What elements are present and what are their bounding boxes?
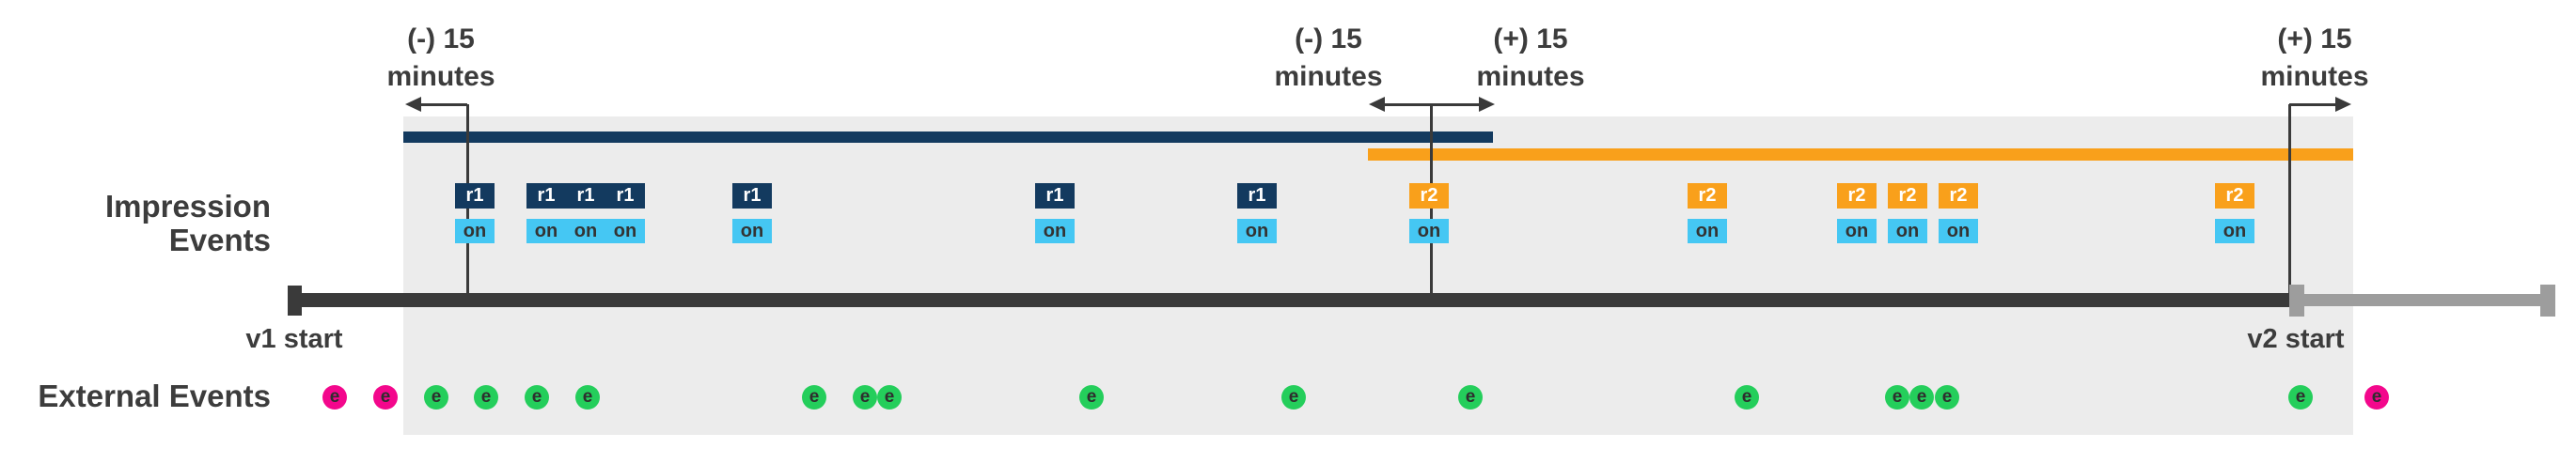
- impression-event-r2-box: r2: [1837, 183, 1877, 209]
- external-event-dot-green: e: [2288, 385, 2313, 410]
- impression-event-r2-box: r2: [1409, 183, 1449, 209]
- external-event-dot-green: e: [525, 385, 549, 410]
- external-event-dot-green: e: [1885, 385, 1909, 410]
- external-event-dot-green: e: [1909, 385, 1934, 410]
- offset-annotation-line1: (+) 15: [2277, 23, 2352, 54]
- external-event-dot-green: e: [1458, 385, 1483, 410]
- offset-annotation-line2: minutes: [386, 61, 495, 92]
- impression-event-r1-box: r1: [526, 183, 566, 209]
- impression-event-on-box: on: [1837, 219, 1877, 243]
- event-guide-line: [2287, 104, 2291, 297]
- offset-annotation: (+) 15 minutes: [2260, 21, 2368, 96]
- external-event-dot-green: e: [424, 385, 448, 410]
- impression-event-on-box: on: [1035, 219, 1075, 243]
- v2-timeline-end-cap: [2540, 285, 2555, 317]
- external-event-dot-green: e: [1079, 385, 1104, 410]
- v1-start-label: v1 start: [245, 324, 343, 354]
- impression-event-on-box: on: [566, 219, 605, 243]
- external-events-row-label: External Events: [38, 379, 271, 413]
- offset-annotation-line1: (+) 15: [1493, 23, 1568, 54]
- external-event-dot-green: e: [1281, 385, 1306, 410]
- offset-arrow-line: [419, 102, 467, 106]
- external-event-dot-green: e: [474, 385, 498, 410]
- arrowhead-right-icon: [1479, 97, 1495, 112]
- impression-event-r2-box: r2: [1688, 183, 1727, 209]
- v2-timeline-bar: [2289, 294, 2548, 306]
- offset-annotation: (+) 15 minutes: [1476, 21, 1584, 96]
- arrowhead-left-icon: [1369, 97, 1385, 112]
- offset-annotation: (-) 15 minutes: [386, 21, 495, 96]
- impression-event-on-box: on: [1237, 219, 1277, 243]
- offset-arrow-line: [1383, 102, 1481, 106]
- external-event-dot-pink: e: [322, 385, 347, 410]
- v2-start-label: v2 start: [2247, 324, 2345, 354]
- impression-event-r2-box: r2: [1888, 183, 1927, 209]
- arrowhead-right-icon: [2335, 97, 2351, 112]
- impression-event-on-box: on: [455, 219, 495, 243]
- impression-event-on-box: on: [605, 219, 645, 243]
- offset-annotation-line1: (-) 15: [1295, 23, 1362, 54]
- r2-data-window-bar: [1368, 148, 2353, 161]
- external-event-dot-green: e: [575, 385, 600, 410]
- v2-start-cap: [2289, 285, 2304, 317]
- offset-annotation-line2: minutes: [1274, 61, 1383, 92]
- arrowhead-left-icon: [405, 97, 421, 112]
- impression-event-r2-box: r2: [1939, 183, 1978, 209]
- analysis-window-panel: [403, 116, 2353, 435]
- offset-annotation-line2: minutes: [2260, 61, 2369, 92]
- impression-event-on-box: on: [1688, 219, 1727, 243]
- impression-event-on-box: on: [1939, 219, 1978, 243]
- external-event-dot-green: e: [802, 385, 826, 410]
- impression-event-r1-box: r1: [732, 183, 772, 209]
- offset-annotation-line1: (-) 15: [407, 23, 475, 54]
- offset-annotation: (-) 15 minutes: [1274, 21, 1382, 96]
- impression-event-r2-box: r2: [2215, 183, 2254, 209]
- impression-event-r1-box: r1: [455, 183, 495, 209]
- external-event-dot-green: e: [1935, 385, 1959, 410]
- impression-event-on-box: on: [732, 219, 772, 243]
- impression-event-r1-box: r1: [1035, 183, 1075, 209]
- external-event-dot-pink: e: [2364, 385, 2389, 410]
- external-event-dot-green: e: [877, 385, 902, 410]
- impression-event-on-box: on: [1409, 219, 1449, 243]
- impression-event-r1-box: r1: [566, 183, 605, 209]
- impression-event-on-box: on: [1888, 219, 1927, 243]
- v1-start-cap: [288, 286, 302, 316]
- v1-timeline-bar: [288, 293, 2289, 307]
- impression-event-on-box: on: [526, 219, 566, 243]
- offset-annotation-line2: minutes: [1476, 61, 1585, 92]
- external-event-dot-pink: e: [373, 385, 398, 410]
- impression-event-r1-box: r1: [605, 183, 645, 209]
- external-event-dot-green: e: [1735, 385, 1759, 410]
- impression-event-r1-box: r1: [1237, 183, 1277, 209]
- impression-event-on-box: on: [2215, 219, 2254, 243]
- r1-data-window-bar: [403, 131, 1493, 143]
- impression-events-row-label: Impression Events: [104, 189, 271, 257]
- external-event-dot-green: e: [853, 385, 877, 410]
- offset-arrow-line: [2289, 102, 2337, 106]
